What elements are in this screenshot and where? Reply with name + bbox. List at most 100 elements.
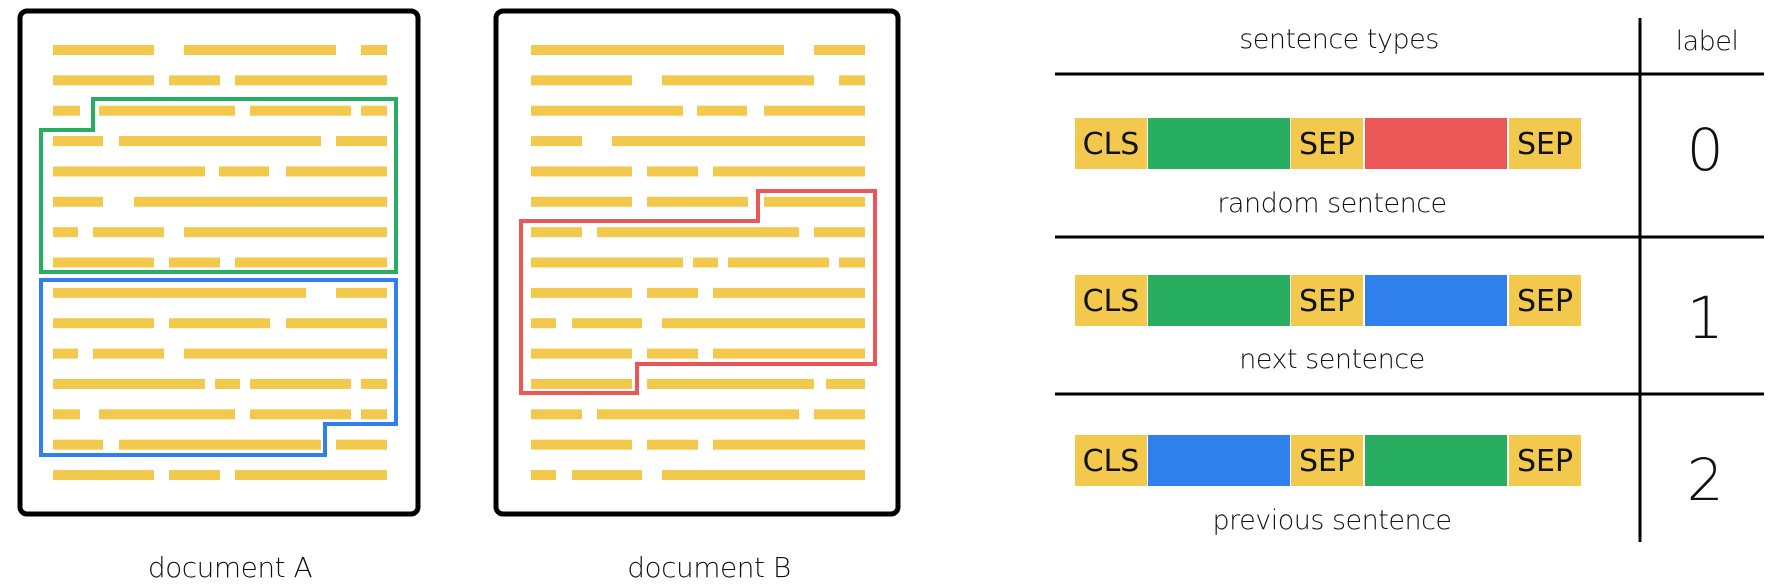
document-b-page (493, 8, 901, 517)
text-line (53, 378, 205, 389)
token-sep (1509, 275, 1581, 326)
text-line (93, 348, 164, 359)
sentence-type-caption: random sentence (1217, 188, 1446, 219)
text-line (531, 196, 632, 207)
text-line (647, 196, 748, 207)
text-line (713, 166, 865, 177)
text-line (814, 45, 865, 55)
text-line (361, 378, 387, 389)
document-b: document B (493, 8, 901, 584)
text-line (169, 318, 270, 329)
token-label: CLS (1083, 127, 1140, 162)
text-line (647, 348, 698, 359)
text-line (250, 409, 351, 420)
text-line (662, 75, 814, 86)
text-line (531, 45, 784, 55)
text-line (134, 196, 387, 207)
token-label: SEP (1299, 127, 1355, 162)
text-line (235, 257, 387, 268)
text-line (53, 348, 78, 359)
text-line (713, 348, 865, 359)
text-line (53, 409, 80, 420)
text-line (53, 45, 154, 55)
text-line (53, 439, 103, 450)
token-label: SEP (1299, 444, 1355, 479)
text-line (99, 409, 235, 420)
text-line (235, 470, 387, 481)
text-line (597, 409, 799, 420)
sentence-segment-2 (1365, 118, 1507, 169)
text-line (647, 439, 698, 450)
text-line (531, 105, 683, 116)
text-line (235, 75, 387, 86)
text-line (336, 136, 387, 147)
token-cls (1075, 275, 1147, 326)
text-line (184, 45, 336, 55)
class-label: 0 (1687, 116, 1723, 184)
text-line (597, 227, 799, 238)
text-line (531, 136, 582, 147)
text-line (361, 105, 387, 116)
sentence-segment-1 (1148, 118, 1290, 169)
sentence-segment-1 (1148, 275, 1290, 326)
text-line (169, 470, 220, 481)
class-label: 1 (1687, 284, 1723, 352)
sentence-a-highlight-green (39, 97, 398, 274)
token-cls (1075, 118, 1147, 169)
text-line (764, 196, 865, 207)
text-line (814, 409, 865, 420)
text-line (531, 318, 556, 329)
token-label: SEP (1517, 127, 1573, 162)
text-line (612, 136, 865, 147)
text-line (764, 105, 865, 116)
token-cls (1075, 435, 1147, 486)
text-line (531, 378, 632, 389)
text-line (361, 45, 387, 55)
text-line (814, 227, 865, 238)
token-sep (1291, 118, 1363, 169)
text-line (99, 105, 235, 116)
document-b-label: document B (627, 551, 791, 584)
token-label: SEP (1517, 284, 1573, 319)
text-line (53, 75, 154, 86)
text-line (286, 318, 387, 329)
text-line (53, 105, 80, 116)
text-line (531, 287, 632, 298)
text-line (53, 318, 154, 329)
sentence-type-caption: next sentence (1239, 344, 1424, 375)
text-line (572, 318, 642, 329)
text-line (728, 257, 829, 268)
text-line (647, 378, 814, 389)
text-line (531, 257, 683, 268)
text-line (119, 136, 321, 147)
text-line (662, 318, 865, 329)
token-sep (1509, 118, 1581, 169)
token-label: SEP (1517, 444, 1573, 479)
text-line (531, 470, 556, 481)
text-line (713, 287, 865, 298)
text-line (336, 439, 387, 450)
text-line (286, 166, 387, 177)
text-line (662, 470, 865, 481)
token-sep (1509, 435, 1581, 486)
text-line (53, 470, 154, 481)
text-line (119, 439, 321, 450)
sentence-segment-2 (1365, 275, 1507, 326)
text-line (250, 105, 351, 116)
text-line (361, 409, 387, 420)
text-line (250, 378, 351, 389)
text-line (215, 378, 240, 389)
text-line (693, 257, 718, 268)
text-line (53, 257, 154, 268)
document-a-page (17, 8, 421, 517)
document-b-text-lines (531, 45, 865, 481)
text-line (839, 257, 865, 268)
text-line (647, 287, 698, 298)
token-sep (1291, 275, 1363, 326)
text-line (93, 227, 164, 238)
text-line (839, 75, 865, 86)
text-line (169, 257, 220, 268)
